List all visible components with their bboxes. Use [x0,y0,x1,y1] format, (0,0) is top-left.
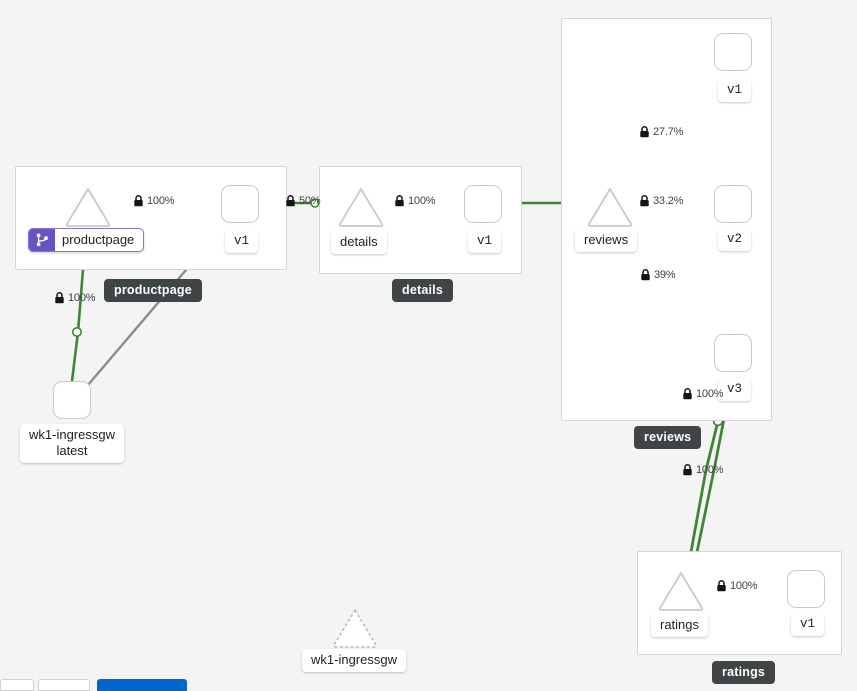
node-label-reviews: reviews [575,229,638,252]
service-triangle-icon [658,572,704,611]
node-productpage-service[interactable] [64,186,112,228]
edge-percent: 33.2% [653,195,684,207]
service-triangle-dashed-icon [333,609,377,648]
node-ratings-v1[interactable] [787,570,825,608]
edge-label-productpage-v1-to-details: 50% [285,195,321,207]
node-wk1-ingressgw[interactable] [53,381,91,419]
edge-label-productpage-service-to-v1: 100% [133,195,175,207]
node-label-ratings-v1: v1 [791,614,825,637]
edge-label-reviews-v3-to-ratings-upper: 100% [682,388,724,400]
lock-icon [641,269,650,281]
group-label-reviews: reviews [634,426,702,449]
node-reviews-v1[interactable] [714,33,752,71]
group-label-ratings: ratings [712,661,776,684]
node-reviews-service[interactable] [586,186,634,228]
node-label-ratings: ratings [651,614,709,637]
bottom-toolbar-sliver [0,679,857,691]
edge-label-reviews-service-to-v1: 27.7% [639,126,683,138]
edge-percent: 100% [730,580,758,592]
node-label-line1: wk1-ingressgw [29,427,115,442]
node-label-text: productpage [62,232,135,247]
edge-percent: 100% [147,195,175,207]
service-triangle-icon [587,188,633,227]
node-label-details: details [331,231,387,254]
lock-icon [640,126,649,138]
toolbar-button-left[interactable] [0,679,34,691]
lock-icon [717,580,726,592]
node-wk1-ingressgw-service-idle[interactable] [331,607,379,649]
group-label-productpage: productpage [104,279,202,302]
toolbar-button-middle[interactable] [38,679,90,691]
node-label-wk1-ingressgw-service: wk1-ingressgw [302,649,406,672]
service-triangle-icon [338,188,384,227]
node-ratings-service[interactable] [657,570,705,612]
edge-label-reviews-service-to-v2: 33.2% [639,195,683,207]
edge-label-reviews-v3-to-ratings-lower: 100% [682,464,724,476]
node-reviews-v3[interactable] [714,334,752,372]
traffic-dot [72,326,83,337]
edge-label-reviews-service-to-v3: 39% [640,269,676,281]
node-label-details-v1: v1 [468,231,502,254]
node-label-productpage-v1: v1 [225,231,259,254]
lock-icon [683,388,692,400]
workload-icon [29,229,55,251]
toolbar-primary-button[interactable] [97,679,187,691]
node-label-line2: latest [56,442,88,458]
edge-percent: 100% [696,464,724,476]
lock-icon [395,195,404,207]
lock-icon [134,195,143,207]
edge-percent: 39% [654,269,676,281]
edge-percent: 27.7% [653,126,684,138]
edge-label-ratings-service-to-v1: 100% [716,580,758,592]
group-label-details: details [392,279,453,302]
lock-icon [640,195,649,207]
lock-icon [286,195,295,207]
node-productpage-v1[interactable] [221,185,259,223]
node-label-productpage[interactable]: productpage [28,228,145,252]
node-details-service[interactable] [337,186,385,228]
edge-label-details-service-to-v1: 100% [394,195,436,207]
node-reviews-v2[interactable] [714,185,752,223]
node-label-reviews-v2: v2 [718,229,752,252]
node-details-v1[interactable] [464,185,502,223]
lock-icon [683,464,692,476]
node-label-reviews-v1: v1 [718,80,752,103]
edge-percent: 100% [696,388,724,400]
node-label-reviews-v3: v3 [718,379,752,402]
node-label-wk1-ingressgw: wk1-ingressgw latest [20,424,124,463]
edge-percent: 100% [68,292,96,304]
lock-icon [55,292,64,304]
edge-percent: 50% [299,195,321,207]
edge-label-ingressgw-to-productpage: 100% [54,292,96,304]
git-branch-icon [36,233,48,247]
edge-percent: 100% [408,195,436,207]
service-triangle-icon [65,188,111,227]
